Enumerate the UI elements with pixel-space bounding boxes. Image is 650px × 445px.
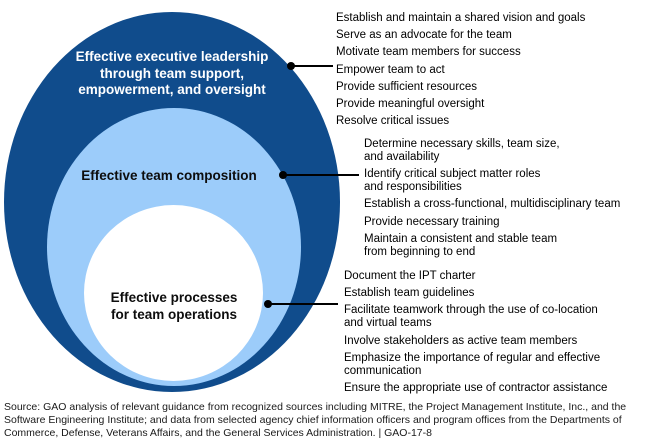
processes-practices-list: Document the IPT charter Establish team … bbox=[344, 270, 644, 399]
list-item: Document the IPT charter bbox=[344, 270, 476, 282]
list-item: Establish team guidelines bbox=[344, 287, 475, 300]
list-item: Provide necessary training bbox=[364, 215, 500, 228]
list-item: Establish a cross-functional, multidisci… bbox=[364, 198, 621, 211]
list-item: Determine necessary skills, team size, a… bbox=[364, 138, 560, 163]
list-item: Empower team to act bbox=[336, 63, 445, 76]
list-item: Resolve critical issues bbox=[336, 115, 450, 128]
list-item: Provide sufficient resources bbox=[336, 80, 478, 93]
list-item: Involve stakeholders as active team memb… bbox=[344, 334, 578, 347]
middle-ring-label: Effective team composition bbox=[81, 168, 257, 183]
connector-line-composition bbox=[283, 174, 359, 176]
list-item: Provide meaningful oversight bbox=[336, 97, 485, 110]
list-item: Maintain a consistent and stable team fr… bbox=[364, 232, 558, 258]
outer-ring-label: Effective executive leadership through t… bbox=[75, 49, 269, 97]
list-item: Emphasize the importance of regular and … bbox=[344, 351, 601, 377]
composition-practices-list: Determine necessary skills, team size, a… bbox=[364, 138, 649, 263]
inner-ring-team-operations bbox=[84, 205, 263, 381]
leadership-practices-list: Establish and maintain a shared vision a… bbox=[336, 12, 636, 132]
list-item: Serve as an advocate for the team bbox=[336, 29, 512, 42]
list-item: Ensure the appropriate use of contractor… bbox=[344, 381, 608, 394]
inner-ring-label: Effective processes for team operations bbox=[110, 290, 238, 322]
list-item: Motivate team members for success bbox=[336, 46, 521, 59]
connector-line-processes bbox=[268, 303, 338, 305]
source-note: Source: GAO analysis of relevant guidanc… bbox=[4, 401, 627, 440]
list-item: Facilitate teamwork through the use of c… bbox=[344, 304, 598, 330]
connector-line-leadership bbox=[291, 65, 333, 67]
list-item: Establish and maintain a shared vision a… bbox=[336, 12, 586, 24]
list-item: Identify critical subject matter roles a… bbox=[364, 168, 541, 194]
